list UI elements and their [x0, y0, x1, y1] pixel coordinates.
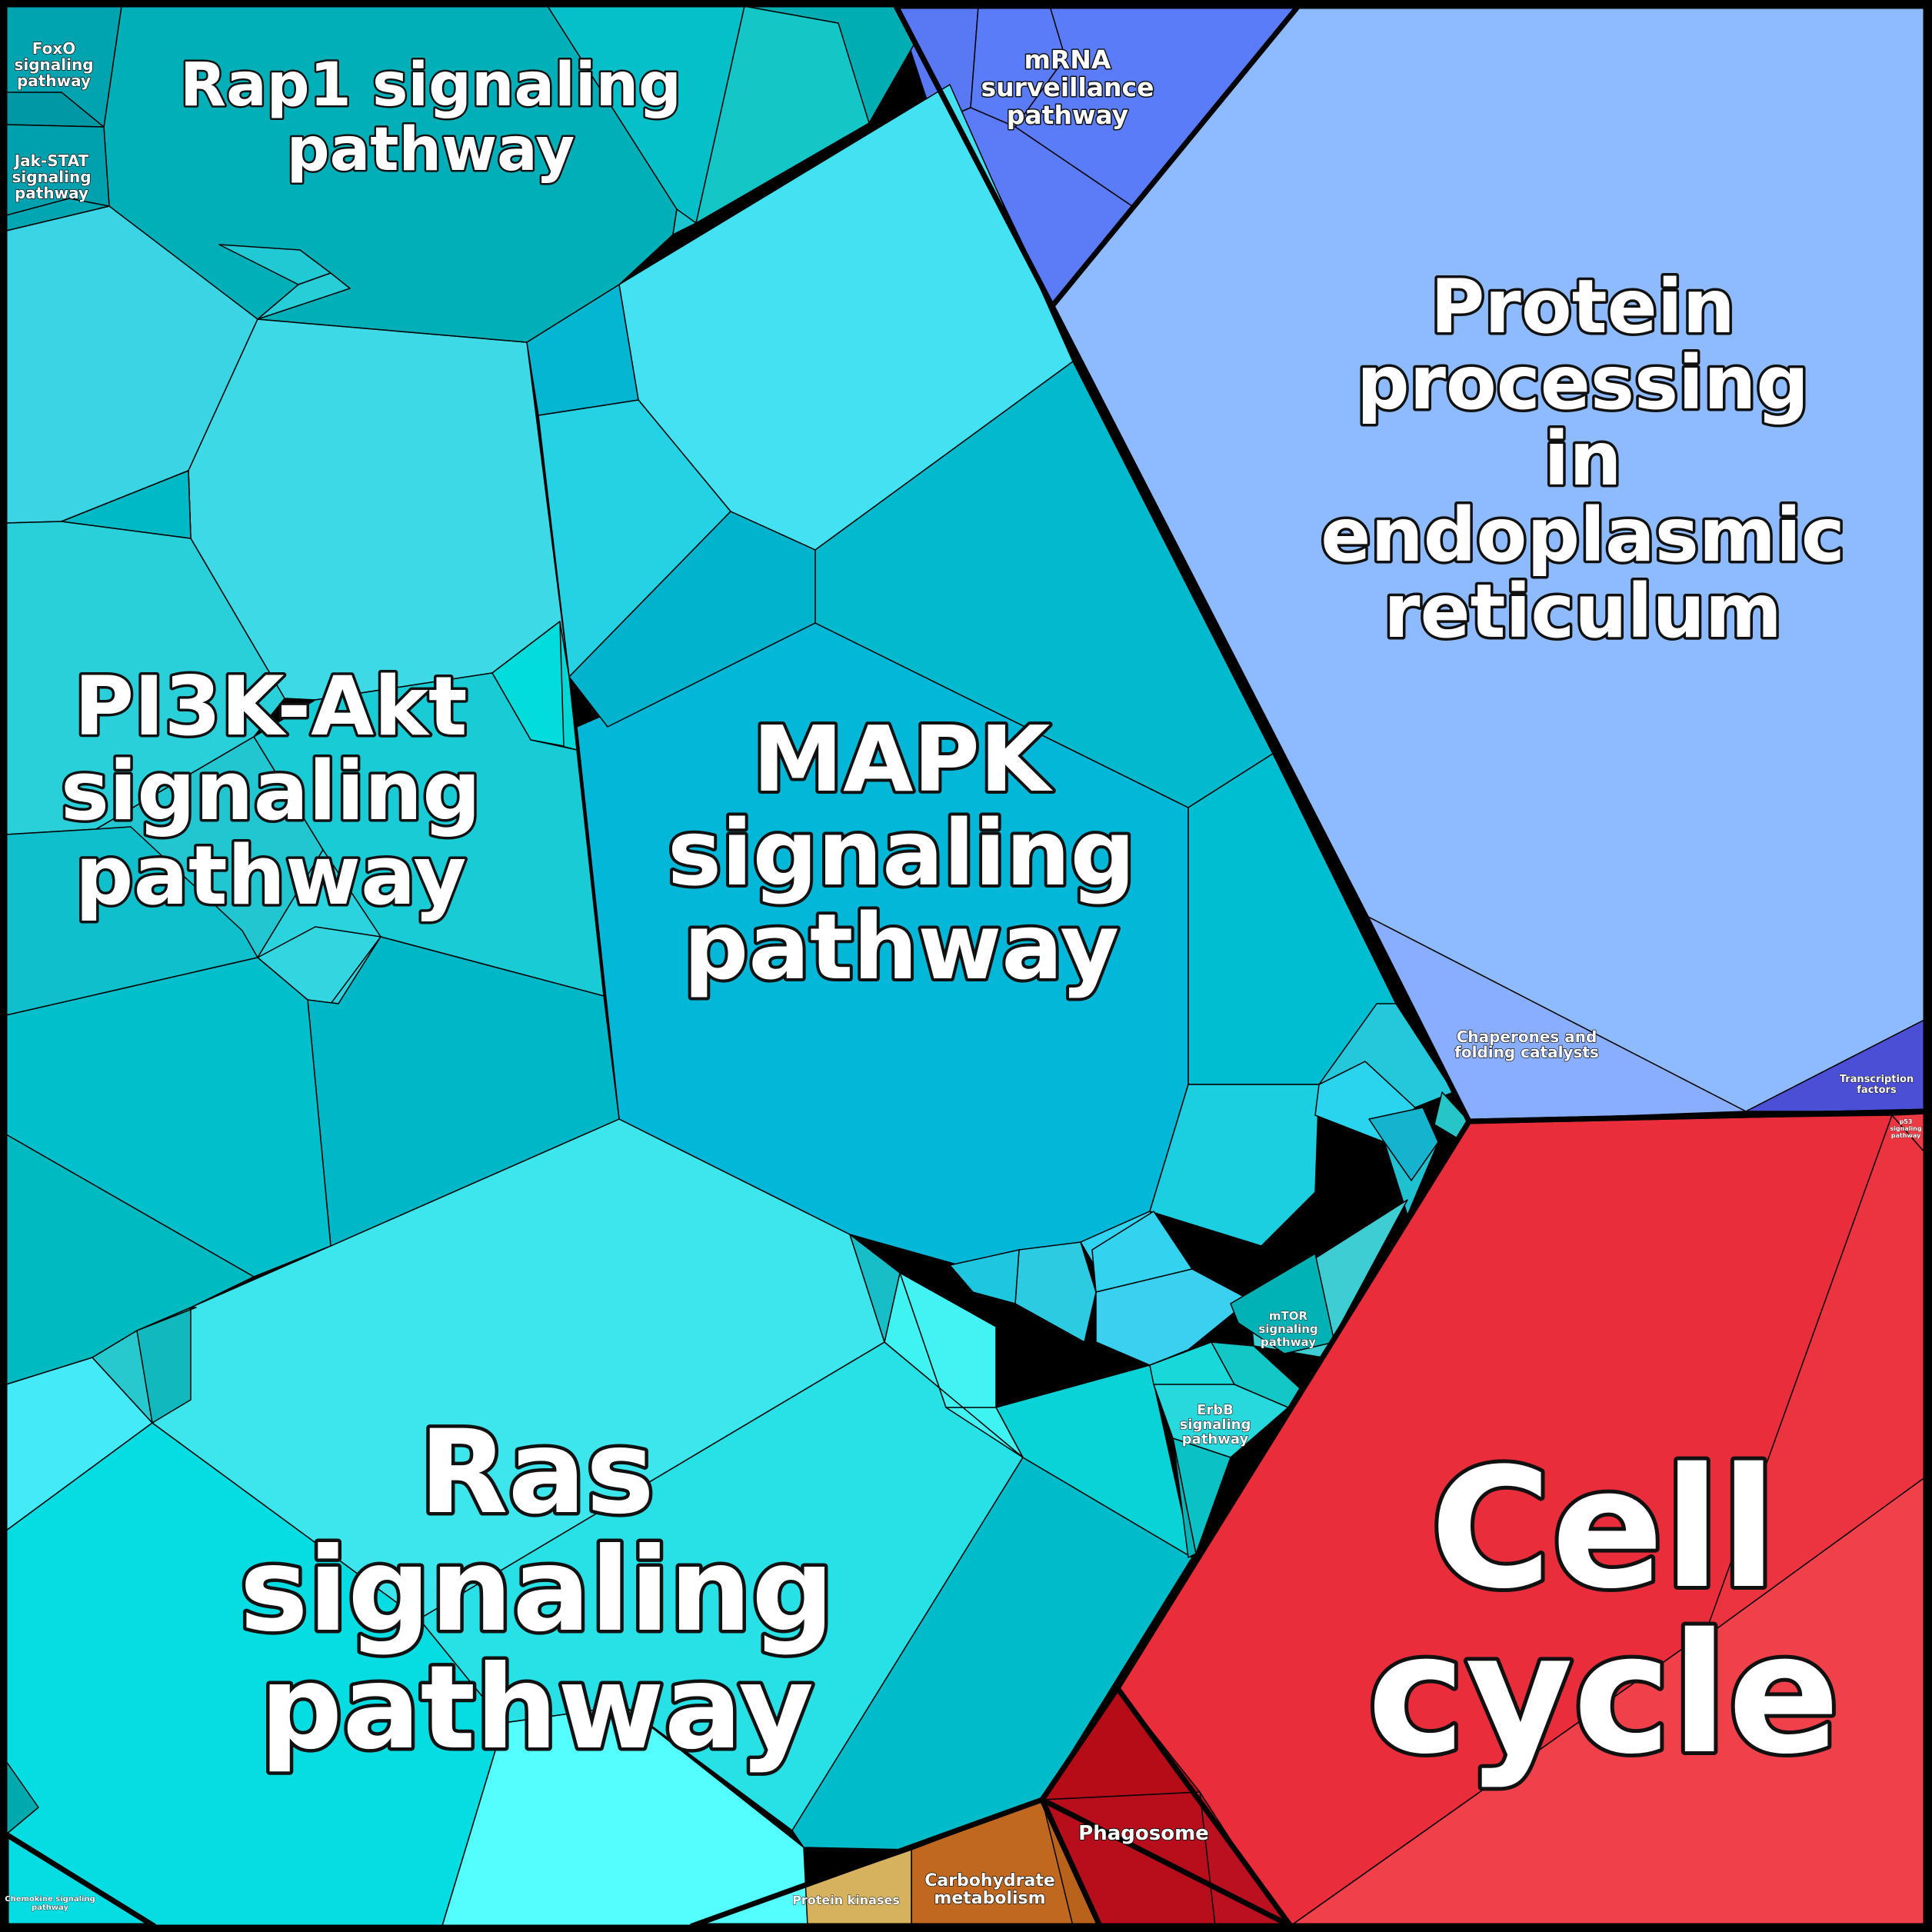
label-line: factors	[1857, 1084, 1897, 1096]
label-line: Phagosome	[1078, 1822, 1209, 1845]
label-line: folding catalysts	[1454, 1043, 1599, 1061]
cell-mapk-sm5	[949, 1249, 1020, 1304]
label-line: pathway	[75, 828, 467, 923]
label-line: signaling	[239, 1524, 834, 1657]
label-line: Chemokine signaling	[5, 1895, 95, 1904]
label-line: Rap1 signaling	[180, 51, 681, 120]
label-line: MAPK	[753, 706, 1054, 812]
label-line: signaling	[61, 744, 481, 838]
label-line: Protein	[1431, 264, 1735, 350]
cell-rap1-f	[257, 272, 351, 320]
label-line: Jak-STAT	[13, 152, 89, 170]
cell-mapk-sm6	[1095, 1268, 1251, 1366]
label-line: metabolism	[934, 1889, 1045, 1908]
label-line: Cell	[1431, 1432, 1777, 1625]
label-line: cycle	[1367, 1597, 1840, 1790]
label-line: Chaperones and	[1457, 1028, 1597, 1046]
label-line: FoxO	[32, 39, 76, 58]
label-line: signaling	[12, 168, 91, 186]
label-line: mTOR	[1269, 1309, 1308, 1323]
label-line: pathway	[287, 115, 575, 185]
label-line: reticulum	[1384, 568, 1782, 655]
label-line: endoplasmic	[1321, 492, 1845, 578]
cell-mapk-sm10	[1384, 1141, 1439, 1216]
cell-pi3k-sm4	[61, 470, 192, 539]
label-line: signaling	[1890, 1125, 1922, 1132]
label-line: PI3K-Akt	[74, 659, 467, 754]
label-line: Ras	[419, 1406, 655, 1540]
label-line: Protein kinases	[792, 1893, 900, 1907]
cell-rap1-g	[672, 208, 697, 235]
label-protein-kinases: Protein kinases	[792, 1893, 900, 1907]
cell-mtor-b	[1230, 1253, 1335, 1354]
cell-erbb-3	[1211, 1341, 1301, 1408]
label-line: pathway	[1007, 100, 1128, 130]
label-line: surveillance	[981, 72, 1154, 102]
label-line: Transcription	[1840, 1074, 1914, 1085]
cell-erbb-2	[1153, 1384, 1289, 1458]
label-line: mRNA	[1024, 45, 1111, 75]
label-line: signaling	[668, 800, 1135, 906]
cell-mapk-sm1	[1149, 1084, 1320, 1247]
label-line: pathway	[1891, 1132, 1921, 1139]
label-line: in	[1544, 416, 1621, 502]
label-line: pathway	[1182, 1431, 1249, 1447]
label-line: Carbohydrate	[924, 1871, 1055, 1890]
label-line: p53	[1900, 1118, 1913, 1125]
label-line: signaling	[1258, 1322, 1317, 1336]
label-phagosome: Phagosome	[1078, 1822, 1209, 1845]
cell-erbb-5	[1172, 1437, 1197, 1558]
label-line: signaling	[1180, 1417, 1251, 1433]
label-line: pathway	[32, 1904, 68, 1912]
label-line: ErbB	[1197, 1402, 1234, 1418]
label-line: pathway	[260, 1641, 814, 1775]
label-line: processing	[1357, 340, 1809, 426]
label-line: pathway	[1261, 1335, 1316, 1349]
cell-mapk-w2	[568, 511, 816, 728]
label-line: pathway	[15, 184, 88, 202]
label-line: signaling	[14, 55, 93, 74]
label-line: pathway	[684, 894, 1119, 1000]
label-line: pathway	[17, 72, 91, 90]
cell-ras-13	[849, 1234, 901, 1343]
cell-ras-11	[136, 1307, 197, 1424]
